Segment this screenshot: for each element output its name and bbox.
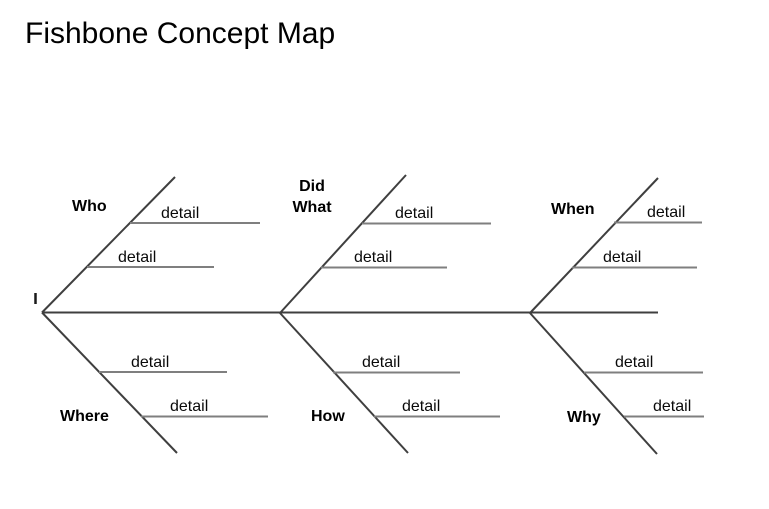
- detail-label-where-1: detail: [131, 354, 170, 371]
- detail-label-how-2: detail: [402, 398, 441, 415]
- detail-label-when-1: detail: [647, 204, 686, 221]
- branch-bone-where: [41, 311, 178, 454]
- branch-label-why: Why: [567, 409, 601, 426]
- detail-label-who-1: detail: [161, 205, 200, 222]
- branch-label-did-what: Did What: [292, 178, 332, 216]
- detail-label-where-2: detail: [170, 398, 209, 415]
- branch-label-when: When: [551, 201, 595, 218]
- branch-label-where: Where: [60, 408, 109, 425]
- detail-label-why-2: detail: [653, 398, 692, 415]
- branch-bone-why: [529, 312, 658, 455]
- detail-label-did-what-2: detail: [354, 249, 393, 266]
- detail-label-when-2: detail: [603, 249, 642, 266]
- detail-label-did-what-1: detail: [395, 205, 434, 222]
- branch-label-who: Who: [72, 198, 107, 215]
- branch-bone-how: [279, 312, 409, 454]
- detail-label-why-1: detail: [615, 354, 654, 371]
- branch-label-how: How: [311, 408, 345, 425]
- branch-bone-when: [529, 177, 659, 314]
- branch-bone-did-what: [279, 174, 407, 314]
- branch-bone-who: [41, 176, 176, 314]
- detail-label-who-2: detail: [118, 249, 157, 266]
- page-title: Fishbone Concept Map: [25, 17, 336, 50]
- detail-label-how-1: detail: [362, 354, 401, 371]
